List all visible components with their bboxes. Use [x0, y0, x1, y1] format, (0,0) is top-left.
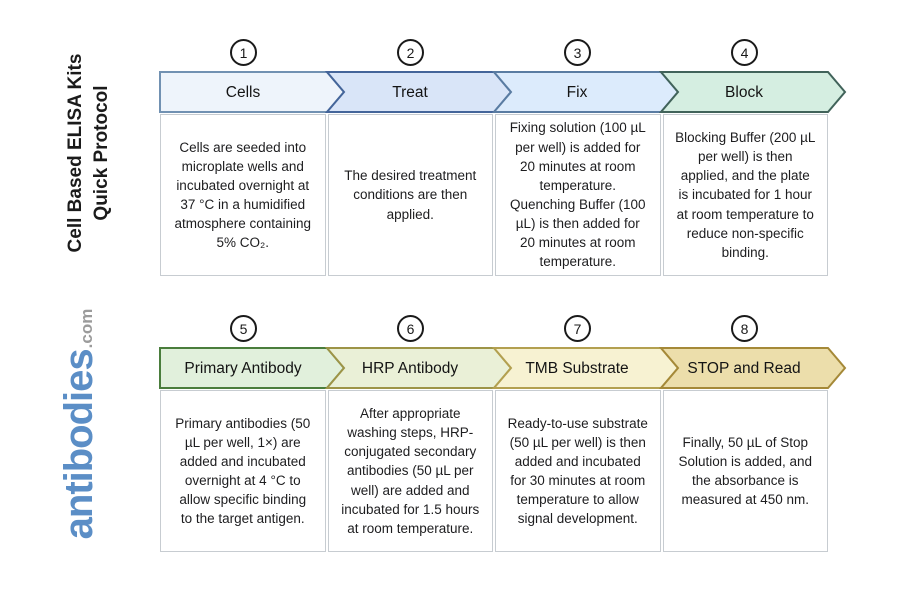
page-title-line1: Cell Based ELISA Kits: [65, 53, 86, 253]
description-box-tmb-substrate: Ready-to-use substrate (50 µL per well) …: [495, 390, 661, 552]
step-number-badge: 7: [564, 315, 591, 342]
step-number-badge: 6: [397, 315, 424, 342]
description-box-hrp-antibody: After appropriate washing steps, HRP-con…: [327, 390, 493, 552]
brand-logo: antibodies .com: [57, 274, 137, 574]
description-text: Blocking Buffer (200 µL per well) is the…: [675, 129, 816, 260]
description-box-primary-antibody: Primary antibodies (50 µL per well, 1×) …: [160, 390, 326, 552]
step-numbers-row-1: 1 2 3 4: [158, 38, 850, 68]
description-text: Finally, 50 µL of Stop Solution is added…: [678, 434, 813, 508]
step-number-badge: 2: [397, 39, 424, 66]
description-text: The desired treatment conditions are the…: [344, 168, 477, 222]
page-title: Cell Based ELISA Kits Quick Protocol: [63, 23, 123, 283]
description-row-2: Primary antibodies (50 µL per well, 1×) …: [160, 390, 828, 552]
description-text: Primary antibodies (50 µL per well, 1×) …: [175, 415, 311, 527]
chevron-label-stop-and-read: STOP and Read: [687, 360, 800, 377]
step-number-badge: 3: [564, 39, 591, 66]
chevron-banner-row-2: Primary Antibody HRP Antibody TMB Substr…: [159, 347, 847, 389]
brand-logo-suffix: .com: [77, 308, 96, 349]
page-title-line2: Quick Protocol: [90, 85, 112, 221]
chevron-label-fix: Fix: [567, 84, 588, 101]
chevron-label-treat: Treat: [392, 84, 428, 101]
chevron-banner-row-1: Cells Treat Fix Block: [159, 71, 847, 113]
chevron-block: [658, 71, 847, 113]
description-text: Fixing solution (100 µL per well) is add…: [509, 120, 646, 270]
description-box-cells: Cells are seeded into microplate wells a…: [160, 114, 326, 276]
step-number-badge: 4: [731, 39, 758, 66]
description-box-block: Blocking Buffer (200 µL per well) is the…: [662, 114, 828, 276]
description-box-stop-and-read: Finally, 50 µL of Stop Solution is added…: [662, 390, 828, 552]
description-text: Ready-to-use substrate (50 µL per well) …: [507, 415, 648, 527]
brand-logo-text: antibodies: [57, 349, 101, 540]
chevron-label-hrp-antibody: HRP Antibody: [362, 360, 458, 377]
chevron-label-block: Block: [725, 84, 763, 101]
description-box-fix: Fixing solution (100 µL per well) is add…: [495, 114, 661, 276]
description-row-1: Cells are seeded into microplate wells a…: [160, 114, 828, 276]
description-text: After appropriate washing steps, HRP-con…: [341, 405, 480, 536]
step-numbers-row-2: 5 6 7 8: [158, 314, 850, 344]
description-text: Cells are seeded into microplate wells a…: [174, 139, 312, 251]
step-number-badge: 8: [731, 315, 758, 342]
chevron-stop-and-read: [658, 347, 847, 389]
chevron-label-tmb-substrate: TMB Substrate: [525, 360, 628, 377]
chevron-label-primary-antibody: Primary Antibody: [184, 360, 301, 377]
step-number-badge: 1: [230, 39, 257, 66]
description-box-treat: The desired treatment conditions are the…: [327, 114, 493, 276]
chevron-label-cells: Cells: [226, 84, 261, 101]
step-number-badge: 5: [230, 315, 257, 342]
protocol-flow: 1 2 3 4 Cells Treat Fix Block Cells are …: [158, 38, 850, 552]
